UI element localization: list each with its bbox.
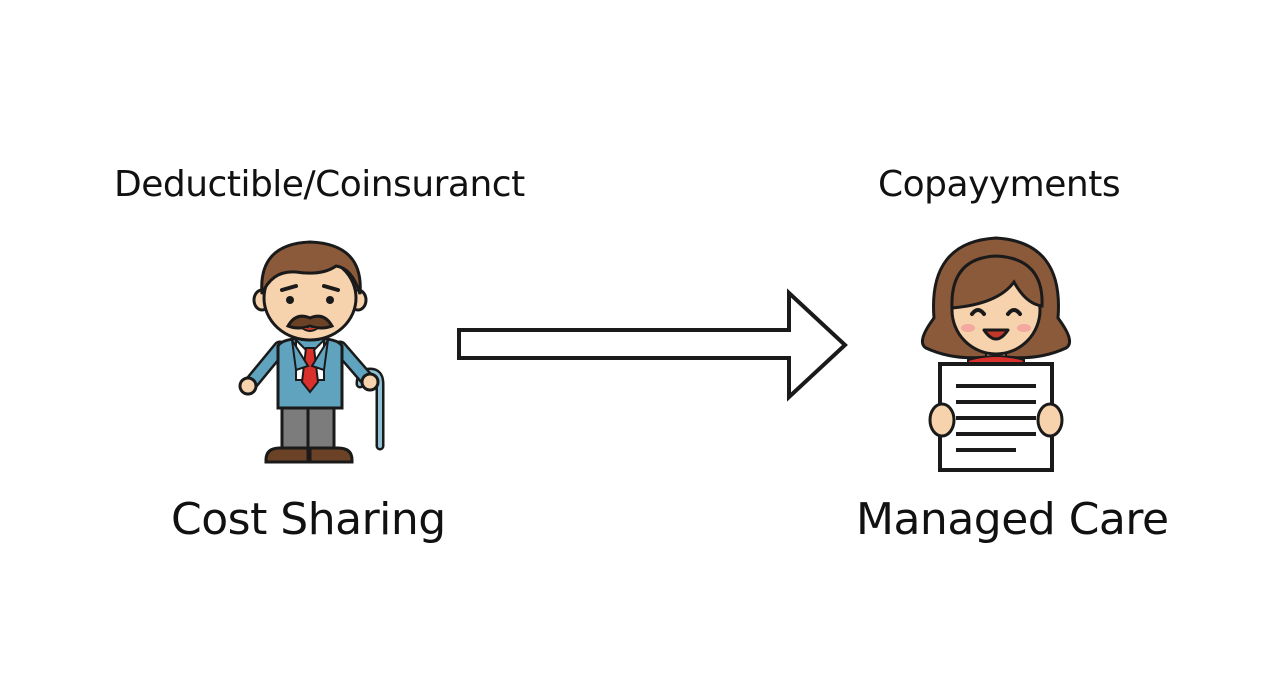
left-bottom-label: Cost Sharing (171, 494, 446, 545)
left-top-label: Deductible/Coinsuranct (114, 164, 525, 205)
man-with-cane-icon (238, 240, 385, 464)
arrow-right-icon (457, 288, 848, 402)
right-bottom-label: Managed Care (856, 494, 1169, 545)
right-top-label: Copayyments (878, 164, 1121, 205)
woman-holding-document-icon (920, 236, 1072, 472)
